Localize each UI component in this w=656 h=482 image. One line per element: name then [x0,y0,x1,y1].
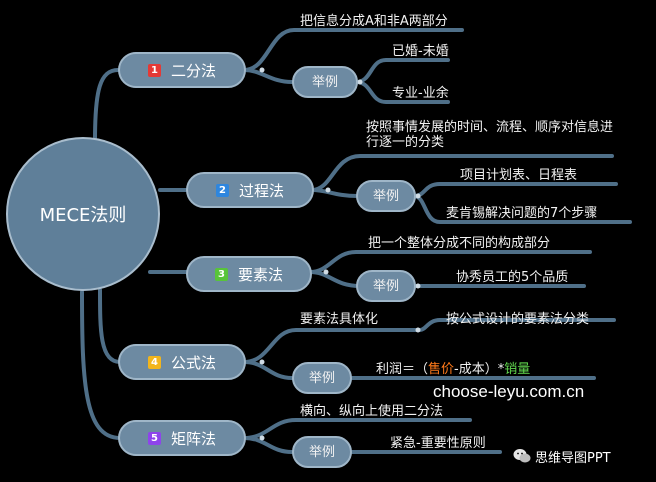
branch-2-example-node: 举例 [356,180,416,212]
junction-dot [259,435,265,441]
connector-b2-example [310,188,360,198]
branch-5-example-a: 紧急-重要性原则 [390,436,486,451]
branch-1-example-a: 已婚-未婚 [392,44,449,59]
connector-b5-example [242,436,294,454]
watermark-text: choose-leyu.com.cn [433,382,585,401]
connector-center-b4 [98,288,122,364]
connector-b2-ex-a [412,182,618,198]
connector-b1-ex-a [354,58,450,84]
branch-1-example-node: 举例 [292,66,358,98]
branch-node-4: 4 公式法 [118,344,246,380]
branch-5-description: 横向、纵向上使用二分法 [300,404,444,419]
branch-node-3: 3 要素法 [186,256,312,292]
branch-1-example-b: 专业-业余 [392,86,449,101]
example-label: 举例 [372,278,399,294]
junction-dot [259,359,265,365]
branch-node-2: 2 过程法 [186,172,314,208]
wechat-icon [513,449,531,463]
branch-4-description: 要素法具体化 [300,312,379,327]
connector-b1-example [242,68,294,84]
connector-b4-desc [242,328,414,364]
formula-volume: 销量 [504,362,531,377]
branch-3-example-node: 举例 [356,270,416,302]
junction-dot [259,67,265,73]
central-node-label: MECE法则 [39,205,127,226]
branch-3-example-a: 协秀员工的5个品质 [456,270,569,285]
junction-dot [325,187,331,193]
branch-4-description-detail: 按公式设计的要素法分类 [446,312,590,327]
example-label: 举例 [372,188,399,204]
junction-dot [357,79,363,85]
branch-number-badge: 3 [214,267,228,281]
example-label: 举例 [311,74,338,90]
branch-node-5: 5 矩阵法 [118,420,246,456]
branch-title: 矩阵法 [170,429,216,448]
branch-number-badge: 5 [147,431,161,445]
branch-number-badge: 2 [215,183,229,197]
connector-b4-example [242,360,294,380]
connector-center-b1 [93,68,120,142]
central-node: MECE法则 [6,137,160,291]
branch-title: 公式法 [170,353,216,372]
branch-3-description: 把一个整体分成不同的构成部分 [368,236,551,251]
branch-5-example-node: 举例 [292,436,352,468]
formula-prefix: 利润＝（ [376,362,429,377]
branch-node-1: 1 二分法 [118,52,246,88]
branch-title: 二分法 [170,61,216,80]
connector-b3-example [308,270,362,288]
branch-2-example-a: 项目计划表、日程表 [460,168,578,183]
connector-center-b5 [80,290,122,440]
example-label: 举例 [308,370,335,386]
branch-4-example-node: 举例 [292,362,352,394]
branch-number-badge: 1 [147,63,161,77]
branch-title: 过程法 [238,181,284,200]
connector-b1-desc [242,28,464,72]
branch-2-example-b: 麦肯锡解决问题的7个步骤 [446,206,598,221]
formula-price: 售价 [428,362,455,377]
wechat-account-name: 思维导图PPT [535,450,611,466]
branch-title: 要素法 [237,265,283,284]
junction-dot [415,283,421,289]
branch-1-description: 把信息分成A和非A两部分 [300,14,448,29]
junction-dot [415,193,421,199]
junction-dot [415,327,421,333]
wechat-logo: 思维导图PPT [513,447,611,466]
branch-number-badge: 4 [147,355,161,369]
branch-2-description: 按照事情发展的时间、流程、顺序对信息进行逐一的分类 [366,120,614,150]
branch-4-formula: 利润＝（售价-成本）*销量 [376,362,530,377]
example-label: 举例 [308,444,335,460]
formula-mid: -成本）* [454,362,505,377]
junction-dot [323,269,329,275]
connector-b3-desc [308,250,592,274]
